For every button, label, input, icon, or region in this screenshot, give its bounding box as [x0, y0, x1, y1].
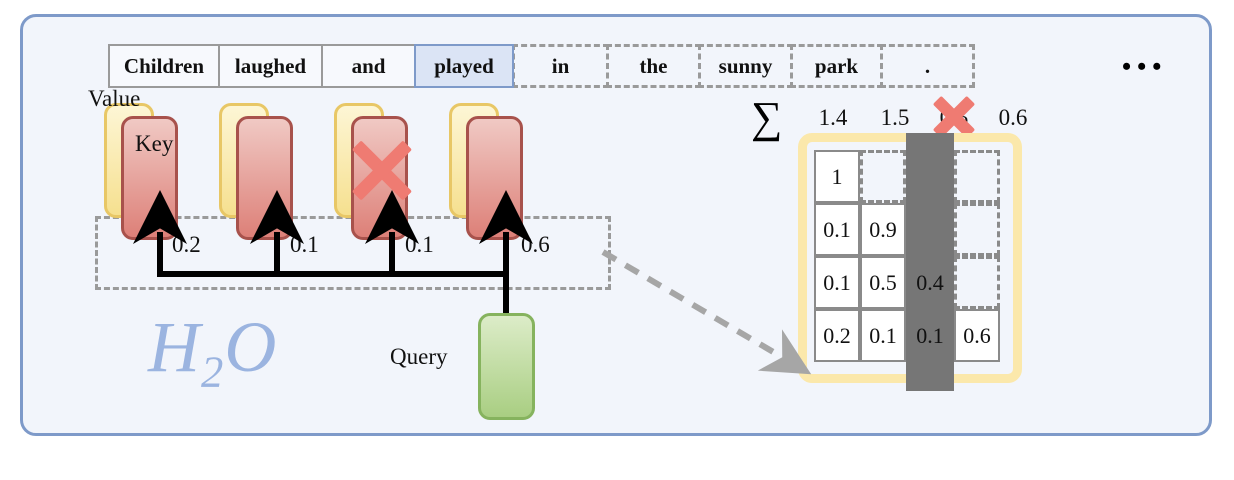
- matrix-cell-r2c2: 0.9: [860, 203, 906, 256]
- matrix-cell-r3c1: 0.1: [814, 256, 860, 309]
- matrix-cell-r3c4: [954, 256, 1000, 309]
- matrix-cell-r3c3: 0.4: [916, 269, 944, 295]
- attention-weight-4: 0.6: [521, 232, 550, 257]
- ellipsis-icon: •••: [1122, 52, 1168, 81]
- evict-x-icon: [346, 133, 418, 205]
- column-sum-2: 1.5: [880, 105, 910, 130]
- evicted-column-overlay: 0.4 0.1: [906, 133, 954, 391]
- token-played[interactable]: played: [414, 44, 514, 88]
- matrix-cell-r2c4: [954, 203, 1000, 256]
- h2o-logo-sub: 2: [201, 346, 225, 397]
- query-card[interactable]: [478, 313, 535, 420]
- key-label: Key: [135, 131, 174, 156]
- attention-weight-3: 0.1: [405, 232, 434, 257]
- value-label: Value: [88, 86, 141, 111]
- token-sequence: Children laughed and played in the sunny…: [108, 44, 975, 88]
- token-park[interactable]: park: [790, 44, 883, 88]
- matrix-cell-r3c2: 0.5: [860, 256, 906, 309]
- matrix-cell-r2c1: 0.1: [814, 203, 860, 256]
- token-sunny[interactable]: sunny: [698, 44, 793, 88]
- token-laughed[interactable]: laughed: [218, 44, 323, 88]
- matrix-cell-r4c2: 0.1: [860, 309, 906, 362]
- matrix-cell-r4c4: 0.6: [954, 309, 1000, 362]
- key-card-4: [466, 116, 523, 240]
- matrix-cell-r1c4: [954, 150, 1000, 203]
- token-the[interactable]: the: [606, 44, 701, 88]
- matrix-cell-r4c3: 0.1: [916, 322, 944, 348]
- h2o-logo-o: O: [224, 307, 278, 387]
- token-in[interactable]: in: [512, 44, 609, 88]
- h2o-logo: H2O: [148, 306, 277, 397]
- sigma-icon: ∑: [751, 93, 783, 142]
- matrix-cell-r1c2: [860, 150, 906, 203]
- attention-weight-2: 0.1: [290, 232, 319, 257]
- key-card-2: [236, 116, 293, 240]
- query-label: Query: [390, 344, 448, 369]
- h2o-logo-h: H: [148, 307, 201, 387]
- column-sum-4: 0.6: [998, 105, 1028, 130]
- token-period[interactable]: .: [880, 44, 975, 88]
- column-sum-1: 1.4: [818, 105, 848, 130]
- matrix-cell-r1c1: 1: [814, 150, 860, 203]
- token-and[interactable]: and: [321, 44, 416, 88]
- matrix-cell-r4c1: 0.2: [814, 309, 860, 362]
- token-children[interactable]: Children: [108, 44, 220, 88]
- attention-weight-1: 0.2: [172, 232, 201, 257]
